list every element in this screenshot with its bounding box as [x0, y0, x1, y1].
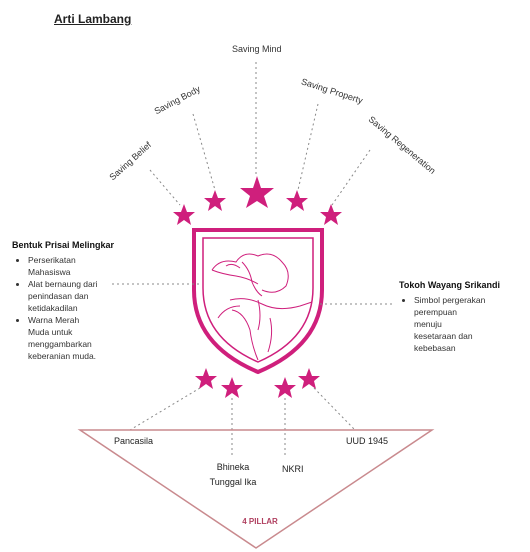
star-icon	[320, 204, 342, 225]
pillar-bhineka-line: Bhineka	[198, 460, 268, 475]
list-item-line: menggambarkan	[28, 338, 138, 350]
page-title: Arti Lambang	[54, 12, 131, 26]
list-item-line: Perserikatan	[28, 254, 138, 266]
pillar-pancasila: Pancasila	[114, 436, 153, 446]
pillar-connectors	[130, 388, 355, 455]
pillar-title: 4 PILLAR	[230, 517, 290, 526]
list-item-line: ketidakadilan	[28, 302, 138, 314]
connector-saving-property	[298, 104, 318, 190]
list-item-line: Alat bernaung dari	[28, 278, 138, 290]
value-saving-mind: Saving Mind	[232, 44, 282, 54]
list-item: Simbol pergerakan perempuan menuju keset…	[414, 294, 524, 354]
pillar-nkri: NKRI	[282, 464, 304, 474]
shield-note-list: Perserikatan Mahasiswa Alat bernaung dar…	[14, 254, 138, 362]
list-item-line: Mahasiswa	[28, 266, 138, 278]
top-stars	[173, 176, 342, 225]
list-item-line: kesetaraan dan	[414, 330, 524, 342]
list-item: Warna Merah Muda untuk menggambarkan keb…	[28, 314, 138, 362]
list-item-line: Warna Merah	[28, 314, 138, 326]
connector-pancasila	[130, 388, 200, 430]
figure-note-heading: Tokoh Wayang Srikandi	[399, 280, 500, 290]
connector-saving-belief	[150, 170, 180, 205]
figure-note-list: Simbol pergerakan perempuan menuju keset…	[400, 294, 524, 354]
connector-saving-regeneration	[332, 150, 370, 205]
pillar-bhineka-tunggal-ika: Bhineka Tunggal Ika	[198, 460, 268, 490]
value-connectors	[150, 62, 370, 205]
pillar-tunggal-ika-line: Tunggal Ika	[198, 475, 268, 490]
list-item-line: perempuan	[414, 306, 524, 318]
star-icon	[298, 368, 320, 389]
list-item-line: Muda untuk	[28, 326, 138, 338]
star-icon	[173, 204, 195, 225]
connector-saving-body	[193, 114, 215, 190]
list-item-line: menuju	[414, 318, 524, 330]
pillar-uud-1945: UUD 1945	[346, 436, 388, 446]
shield-note-heading: Bentuk Prisai Melingkar	[12, 240, 114, 250]
list-item: Alat bernaung dari penindasan dan ketida…	[28, 278, 138, 314]
list-item-line: Simbol pergerakan	[414, 294, 524, 306]
star-icon	[204, 190, 226, 211]
connector-uud	[314, 388, 355, 430]
list-item-line: keberanian muda.	[28, 350, 138, 362]
star-icon	[195, 368, 217, 389]
star-icon	[286, 190, 308, 211]
shield-emblem	[194, 230, 322, 372]
star-icon	[221, 377, 243, 398]
list-item: Perserikatan Mahasiswa	[28, 254, 138, 278]
star-icon	[274, 377, 296, 398]
star-icon	[240, 176, 274, 208]
list-item-line: kebebasan	[414, 342, 524, 354]
list-item-line: penindasan dan	[28, 290, 138, 302]
